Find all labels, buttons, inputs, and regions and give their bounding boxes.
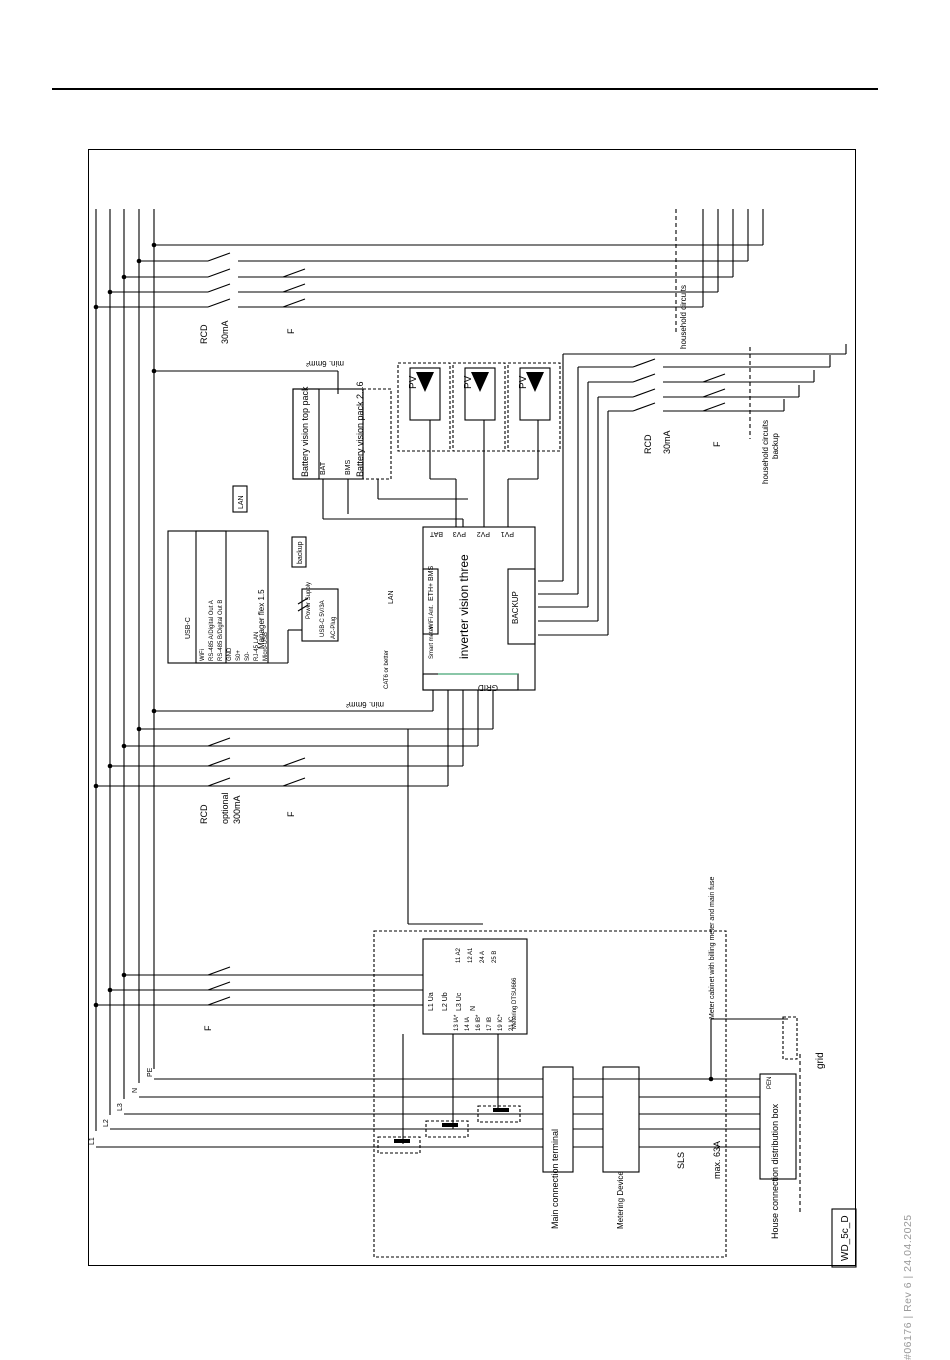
- footer-revision: #06176 | Rev 6 | 24.04.2025: [902, 1214, 914, 1360]
- inverter-smart-meter-port: Smart meter: [429, 626, 435, 659]
- backup-box-label: backup: [297, 541, 304, 564]
- meter-terminal-bottom: 13 IA*: [454, 1014, 460, 1031]
- manager-port-label: S0+: [236, 650, 242, 661]
- manager-port-label: RJ-45 LAN: [254, 632, 260, 661]
- fuse-grid-label: F: [286, 811, 296, 817]
- inverter-bat-port: BAT: [429, 530, 443, 537]
- meter-input-label: N: [470, 1006, 477, 1011]
- rcd-backup-rating: 30mA: [662, 430, 672, 454]
- meter-input-label: L1 Ua: [428, 992, 435, 1011]
- household-backup-label-1: household circuits: [761, 420, 770, 484]
- power-supply-label: Power Supply: [306, 582, 312, 619]
- manager-title: Manager flex 1.5: [257, 589, 266, 649]
- max-63a-label: max. 63A: [712, 1141, 722, 1179]
- lan-inverter-label: LAN: [388, 590, 395, 604]
- cat6-label: CAT6 or better: [384, 650, 390, 689]
- meter-terminal-bottom: 21 IC: [509, 1016, 515, 1031]
- min-6mm-label-grid: min. 6mm²: [346, 700, 384, 709]
- sls-label: SLS: [676, 1152, 686, 1169]
- battery-bat-label: BAT: [320, 461, 327, 475]
- meter-input-label: L2 Ub: [442, 992, 449, 1011]
- rcd-grid-label: RCD: [199, 804, 209, 824]
- manager-port-label: S0-: [245, 652, 251, 661]
- meter-terminal-bottom: 17 IB: [487, 1017, 493, 1031]
- bus-label-l1: L1: [89, 1137, 96, 1145]
- manager-port-label: GND: [227, 647, 233, 661]
- meter-terminal-bottom: 14 IA: [465, 1017, 471, 1031]
- pen-label: PEN: [767, 1077, 773, 1089]
- battery-bms-label: BMS: [345, 460, 352, 476]
- header-rule: [52, 88, 878, 90]
- pv2-module-label: PV: [463, 375, 474, 389]
- metering-label: Metering DTSU666: [512, 977, 518, 1029]
- rcd-top-label: RCD: [199, 324, 209, 344]
- usbc-5v-label: USB-C 5V/3A: [320, 600, 326, 637]
- bus-label-l2: L2: [103, 1119, 110, 1127]
- grid-label: grid: [815, 1052, 826, 1069]
- rcd-grid-optional: optional: [220, 792, 230, 824]
- manager-port-label: Micro-USB: [263, 632, 269, 661]
- fuse-meter-label: F: [203, 1025, 213, 1031]
- main-terminal-label: Main connection terminal: [550, 1129, 560, 1229]
- inverter-pv2-port: PV2: [477, 530, 490, 537]
- meter-input-label: L3 Uc: [456, 992, 463, 1011]
- manager-port-label: WiFi: [200, 649, 206, 661]
- inverter-backup-port: BACKUP: [511, 591, 520, 624]
- meter-terminal-bottom: 19 IC*: [498, 1014, 504, 1031]
- lan-manager-label: LAN: [238, 495, 245, 509]
- inverter-grid-port: GRID: [478, 683, 498, 692]
- pv3-module-label: PV: [518, 375, 529, 389]
- manager-port-label: RS-485 B/Digital Out B: [218, 600, 224, 661]
- bus-label-l3: L3: [117, 1103, 124, 1111]
- bus-label-n: N: [132, 1088, 139, 1093]
- wiring-diagram: RCD 30mA F household circuits RCD 30mA F…: [89, 209, 857, 1268]
- metering-device-label: Metering Device: [616, 1171, 625, 1229]
- battery-top-label: Battery vision top pack: [300, 386, 310, 477]
- meter-terminal-bottom: 16 IB*: [476, 1014, 482, 1031]
- fuse-top-label: F: [286, 328, 296, 334]
- manager-usbc-port: USB-C: [185, 617, 192, 639]
- house-box-label: House connection distribution box: [770, 1103, 780, 1239]
- meter-cabinet-label: Meter cabinet with billing meter and mai…: [709, 876, 716, 1019]
- inverter-bms-port: BMS: [428, 566, 435, 582]
- inverter-wifi-port: WiFi Ant.: [429, 605, 435, 629]
- pv1-module-label: PV: [408, 375, 419, 389]
- diagram-frame: [88, 149, 856, 1266]
- inverter-pv3-port: PV3: [453, 530, 466, 537]
- meter-terminal-top: 24 A: [480, 951, 486, 963]
- manager-port-label: RS-485 A/Digital Out A: [209, 600, 215, 661]
- meter-terminal-top: 25 B: [492, 951, 498, 963]
- inverter-eth-port: ETH+: [428, 583, 435, 601]
- rcd-backup-label: RCD: [643, 434, 653, 454]
- rcd-top-rating: 30mA: [220, 320, 230, 344]
- household-backup-label-2: backup: [771, 433, 780, 459]
- meter-terminal-top: 12 A1: [468, 947, 474, 963]
- battery-pack-label: Battery vision pack 2...6: [355, 381, 365, 477]
- min-6mm-label-top: min. 6mm²: [306, 359, 344, 368]
- fuse-backup-label: F: [712, 441, 722, 447]
- inverter-pv1-port: PV1: [501, 530, 514, 537]
- ac-plug-label: AC-Plug: [331, 617, 337, 639]
- household-circuits-label: household circuits: [679, 285, 688, 349]
- rcd-grid-rating: 300mA: [232, 795, 242, 824]
- bus-label-pe: PE: [147, 1067, 154, 1077]
- sheet-id-label: WD_5c_D: [840, 1215, 851, 1261]
- inverter-title: inverter vision three: [457, 554, 471, 659]
- meter-terminal-top: 11 A2: [456, 947, 462, 963]
